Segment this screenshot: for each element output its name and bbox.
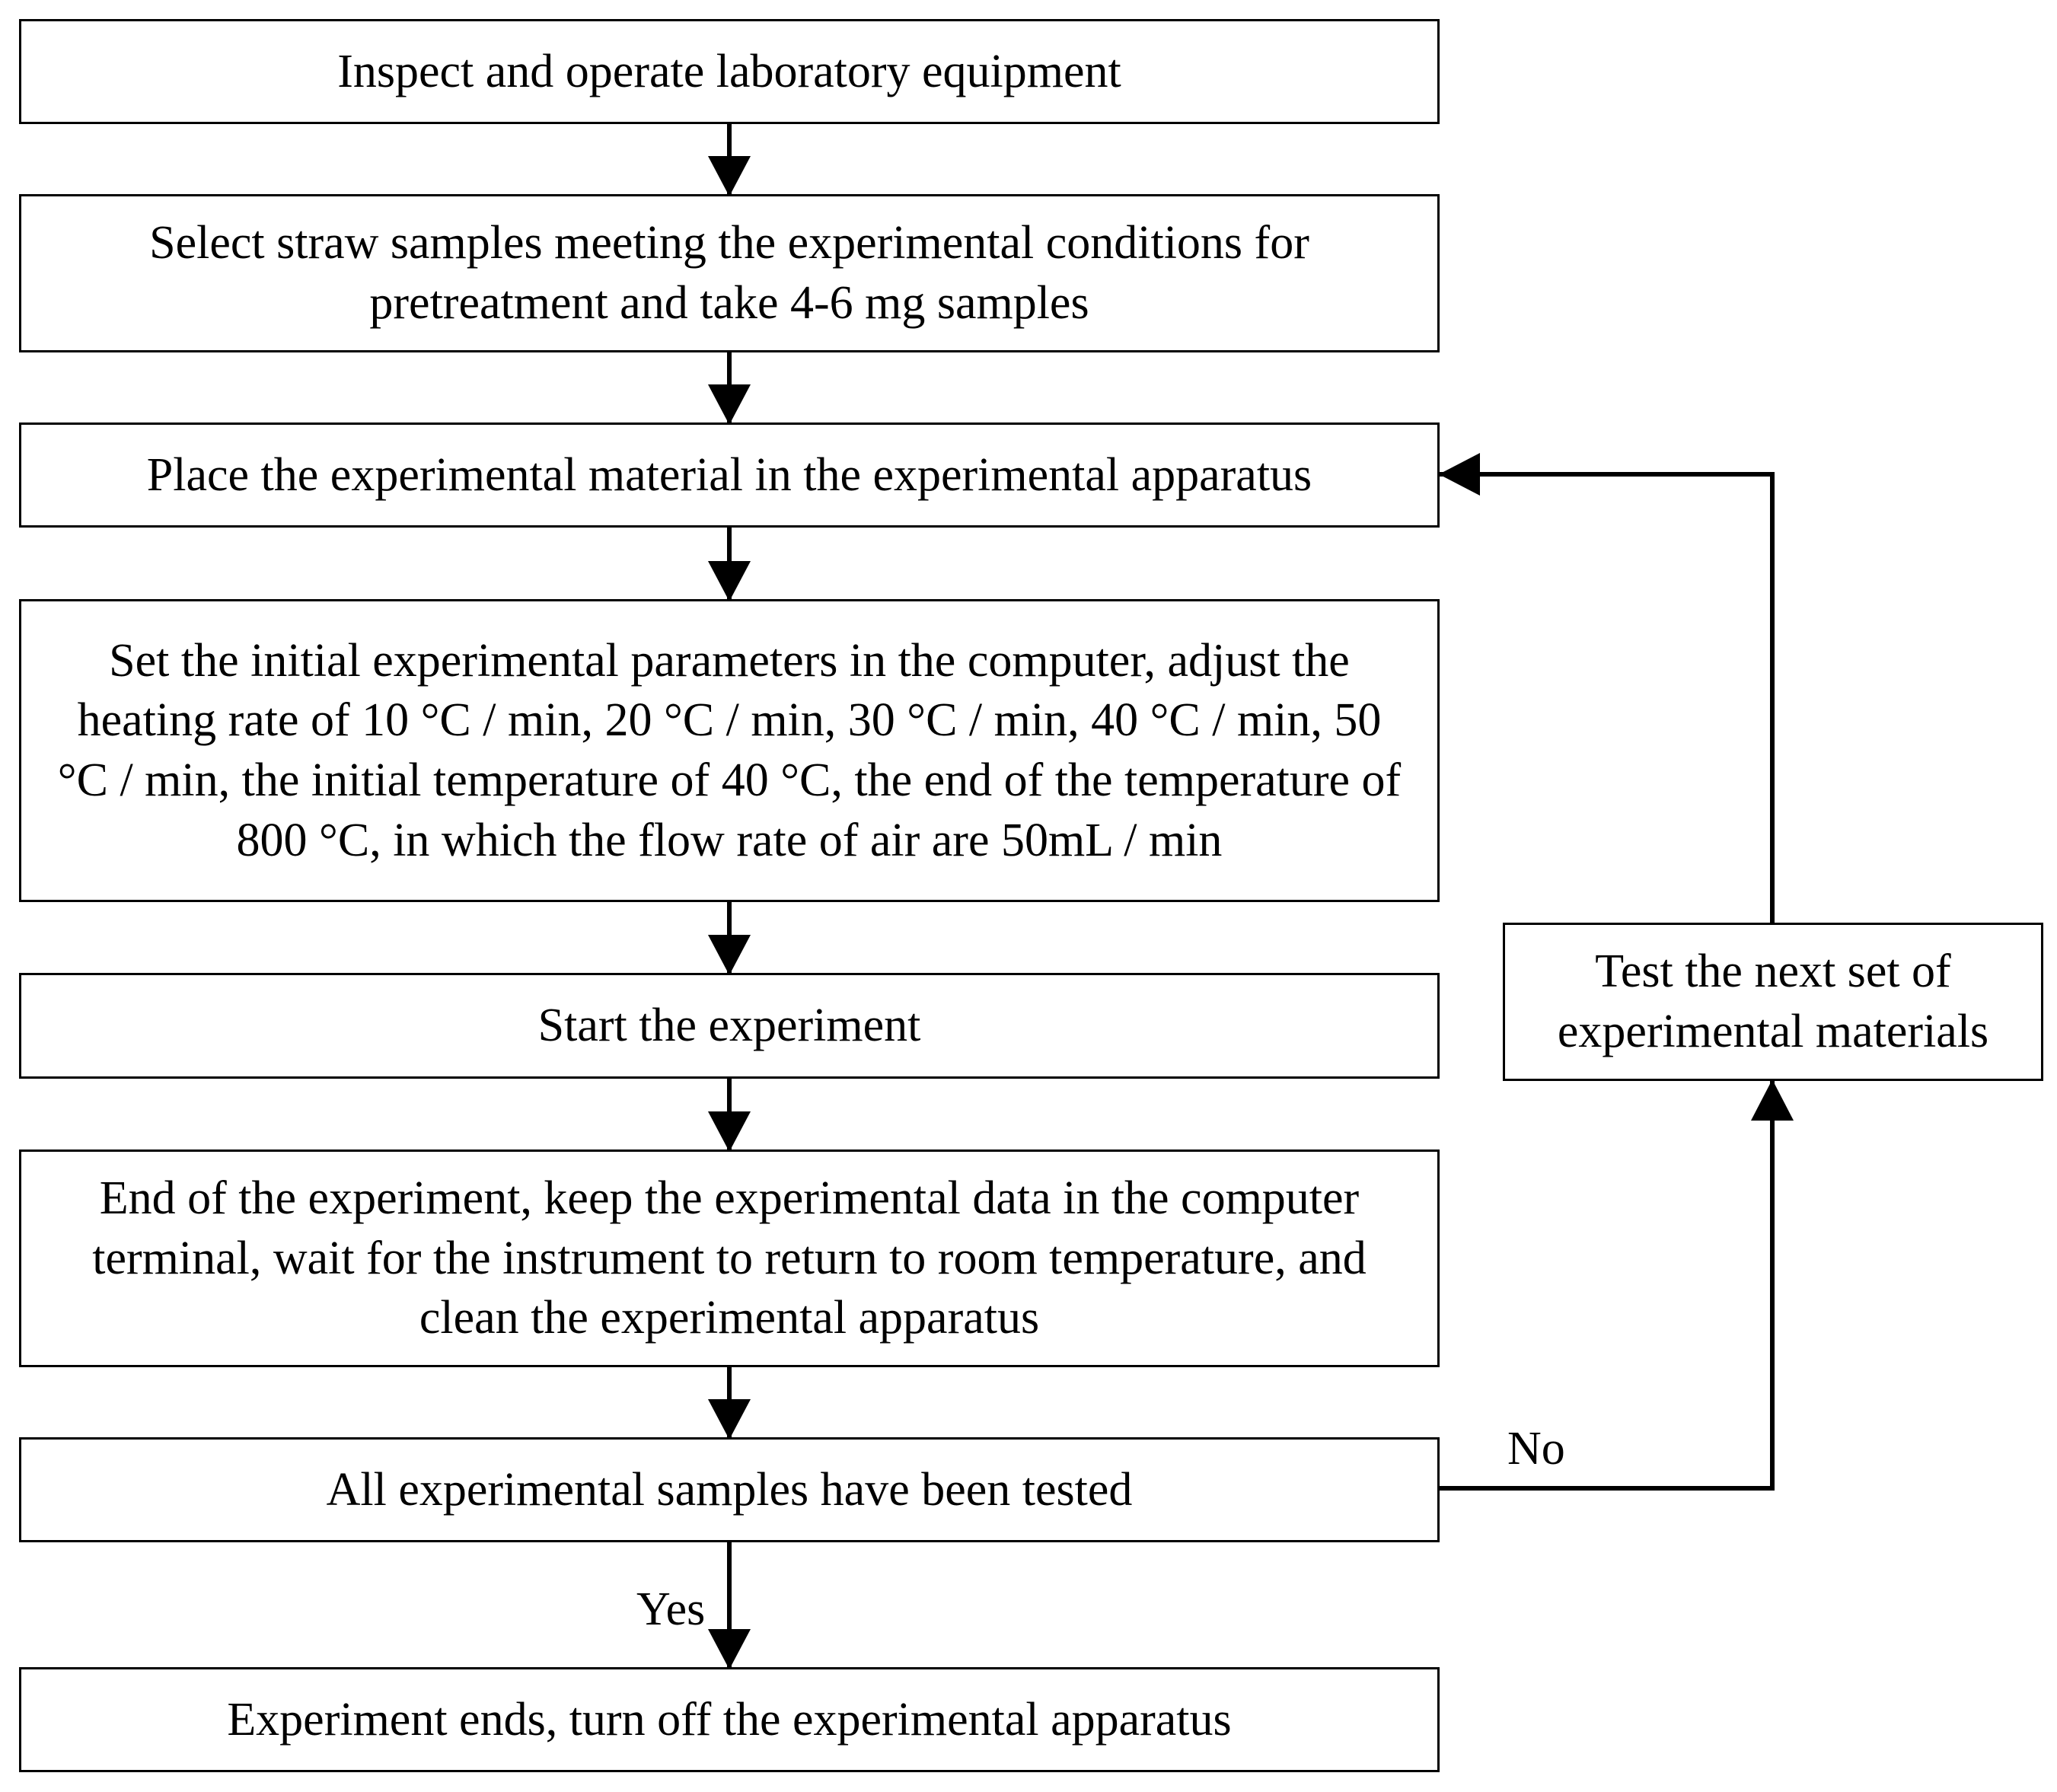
step-select-box: Select straw samples meeting the experim… [19, 194, 1440, 352]
decision-text: All experimental samples have been teste… [326, 1463, 1133, 1516]
arrowhead-place [708, 384, 751, 425]
step-set-params-box: Set the initial experimental parameters … [19, 599, 1440, 902]
label-no: No [1507, 1423, 1565, 1475]
step-place-box: Place the experimental material in the e… [19, 422, 1440, 528]
arrowhead-set [708, 561, 751, 601]
step-end-text: End of the experiment, keep the experime… [92, 1172, 1367, 1344]
step-start-box: Start the experiment [19, 973, 1440, 1079]
step-place-text: Place the experimental material in the e… [146, 448, 1312, 501]
arrowhead-place-return [1439, 453, 1480, 496]
step-set-params-text: Set the initial experimental parameters … [57, 634, 1402, 866]
step-finish-box: Experiment ends, turn off the experiment… [19, 1667, 1440, 1772]
step-end-box: End of the experiment, keep the experime… [19, 1149, 1440, 1367]
arrowhead-start [708, 935, 751, 975]
label-yes: Yes [636, 1583, 706, 1635]
decision-box: All experimental samples have been teste… [19, 1437, 1440, 1542]
step-inspect-box: Inspect and operate laboratory equipment [19, 19, 1440, 124]
arrowhead-finish [708, 1629, 751, 1669]
arrowhead-select [708, 156, 751, 196]
arrow-decision-to-next [1437, 1081, 1775, 1491]
step-finish-text: Experiment ends, turn off the experiment… [227, 1693, 1232, 1746]
arrowhead-decision [708, 1399, 751, 1440]
arrowhead-next [1751, 1079, 1794, 1121]
step-inspect-text: Inspect and operate laboratory equipment [337, 45, 1121, 97]
arrow-next-to-place [1439, 472, 1775, 923]
step-start-text: Start the experiment [537, 1000, 921, 1052]
step-select-text: Select straw samples meeting the experim… [149, 217, 1309, 329]
step-next-set-box: Test the next set of experimental materi… [1503, 923, 2043, 1081]
step-next-set-text: Test the next set of experimental materi… [1557, 945, 1989, 1057]
arrowhead-end [708, 1111, 751, 1152]
